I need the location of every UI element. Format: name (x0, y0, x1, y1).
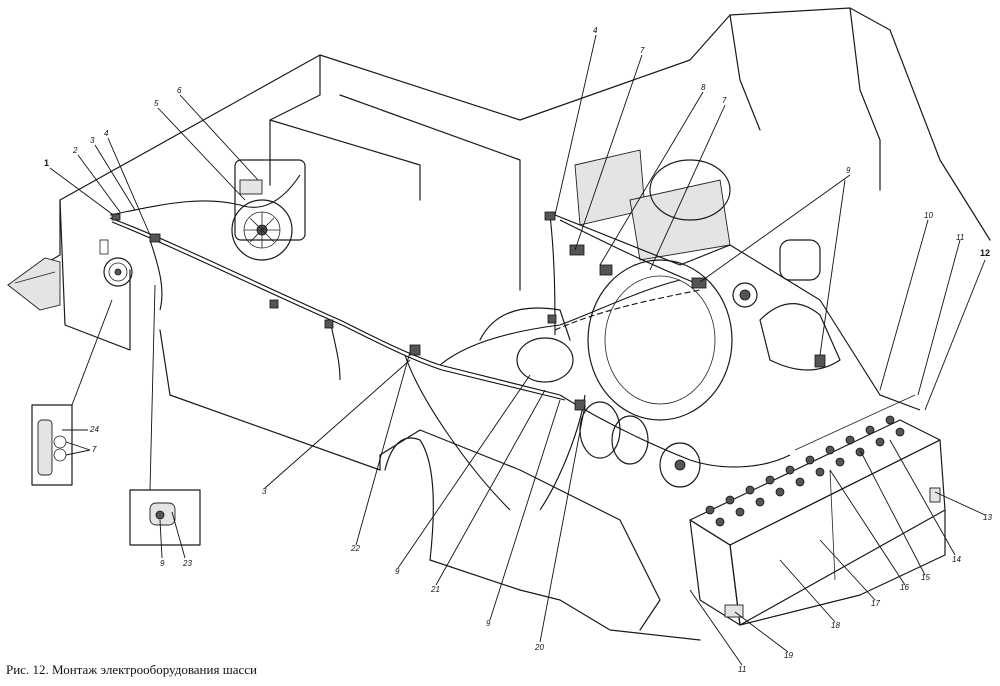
callout-9a: 9 (846, 166, 851, 175)
callout-24: 24 (89, 425, 99, 434)
cab-outline (7, 7, 991, 641)
heater-fan (231, 159, 306, 261)
callout-11a: 11 (956, 233, 964, 242)
wiring-harness (109, 174, 921, 511)
callout-18: 18 (831, 621, 840, 630)
callout-3b: 3 (262, 487, 267, 496)
callout-5: 5 (154, 99, 159, 108)
callout-19: 19 (784, 651, 793, 660)
callout-20: 20 (534, 643, 544, 652)
bumper (7, 257, 61, 311)
inset-detail-switch (129, 284, 201, 546)
callout-labels: 1 2 3 4 5 6 4 7 8 7 9 10 11 12 13 14 15 … (44, 26, 992, 674)
callout-7b: 7 (722, 96, 727, 105)
callout-4: 4 (104, 129, 109, 138)
callout-11b: 11 (738, 665, 746, 674)
inset-detail-lamp (31, 299, 113, 486)
callout-7a: 7 (640, 46, 645, 55)
horn (99, 239, 133, 287)
callout-6: 6 (177, 86, 182, 95)
leader-lines (49, 34, 986, 666)
callout-14: 14 (952, 555, 961, 564)
callout-15: 15 (921, 573, 930, 582)
callout-4b: 4 (593, 26, 598, 35)
callout-9d: 9 (160, 559, 165, 568)
callout-17: 17 (871, 599, 880, 608)
callout-22: 22 (350, 544, 360, 553)
callout-23: 23 (182, 559, 192, 568)
callout-2: 2 (72, 146, 78, 155)
battery-pack (689, 394, 946, 626)
callout-12: 12 (980, 248, 990, 258)
callout-21: 21 (430, 585, 440, 594)
callout-1: 1 (44, 158, 49, 168)
callout-9c: 9 (395, 567, 400, 576)
callout-10: 10 (924, 211, 933, 220)
callout-3: 3 (90, 136, 95, 145)
callout-7c: 7 (92, 445, 97, 454)
engine-assembly (479, 149, 841, 488)
inset-leaders (62, 429, 186, 559)
figure-caption: Рис. 12. Монтаж электрооборудования шасс… (6, 662, 257, 677)
callout-8: 8 (701, 83, 706, 92)
callout-13: 13 (983, 513, 992, 522)
callout-9b: 9 (486, 619, 491, 628)
callout-16: 16 (900, 583, 909, 592)
